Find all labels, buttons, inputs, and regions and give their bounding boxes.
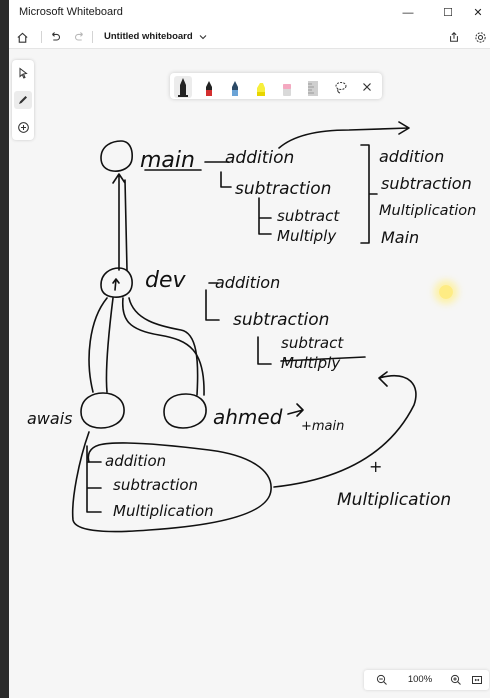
pen-icon[interactable] (14, 91, 32, 109)
settings-icon[interactable] (471, 28, 489, 46)
close-ink-toolbar-icon[interactable] (358, 76, 376, 98)
zoom-in-icon[interactable] (448, 672, 464, 688)
ruler-icon[interactable] (304, 76, 322, 98)
ink-toolbar (170, 73, 382, 99)
pointer-cursor-highlight (439, 285, 453, 299)
zoom-out-icon[interactable] (374, 672, 390, 688)
window-title: Microsoft Whiteboard (19, 6, 123, 18)
maximize-button[interactable]: ☐ (443, 7, 453, 19)
board-title[interactable]: Untitled whiteboard (104, 31, 193, 42)
eraser-icon[interactable] (278, 76, 296, 98)
toolbar-divider (92, 31, 93, 43)
whiteboard-canvas[interactable] (9, 49, 490, 698)
select-icon[interactable] (14, 64, 32, 82)
lasso-select-icon[interactable] (332, 76, 350, 98)
red-pen-icon[interactable] (200, 76, 218, 98)
zoom-level[interactable]: 100% (407, 674, 433, 685)
minimize-button[interactable]: — (402, 6, 414, 19)
yellow-highlighter-icon[interactable] (252, 76, 270, 98)
left-tool-rail (12, 60, 34, 140)
zoom-controls: 100% (364, 670, 489, 690)
blue-pen-icon[interactable] (226, 76, 244, 98)
home-icon[interactable] (13, 28, 31, 46)
toolbar-divider (41, 31, 42, 43)
top-toolbar: Untitled whiteboard (9, 25, 490, 49)
title-bar: Microsoft Whiteboard — ☐ ✕ (9, 0, 490, 25)
fit-to-screen-icon[interactable] (469, 672, 485, 688)
add-icon[interactable] (14, 118, 32, 136)
redo-icon[interactable] (71, 28, 89, 46)
black-pen-icon[interactable] (174, 76, 192, 98)
whiteboard-window: Microsoft Whiteboard — ☐ ✕ Untitled whit… (9, 0, 490, 698)
chevron-down-icon[interactable] (197, 30, 209, 42)
undo-icon[interactable] (46, 28, 64, 46)
share-icon[interactable] (445, 28, 463, 46)
close-button[interactable]: ✕ (473, 7, 483, 19)
